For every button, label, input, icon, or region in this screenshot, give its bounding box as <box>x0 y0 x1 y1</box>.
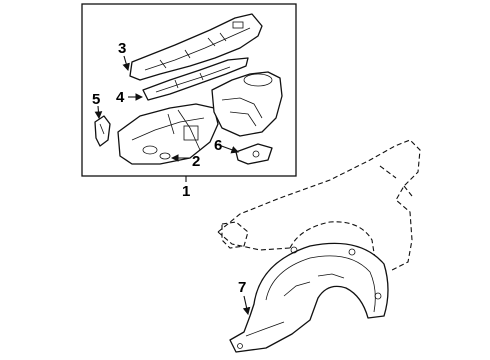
callout-7: 7 <box>238 279 246 296</box>
fender-liner-part[interactable] <box>229 242 389 353</box>
callout-5: 5 <box>92 91 100 108</box>
fender-outline <box>217 139 421 271</box>
bracket-part[interactable] <box>94 115 111 147</box>
small-plate-part[interactable] <box>235 143 273 165</box>
callout-4: 4 <box>116 89 125 106</box>
lower-rail-part[interactable] <box>142 57 249 101</box>
upper-rail-part[interactable] <box>129 13 263 81</box>
callout-3: 3 <box>118 40 126 57</box>
apron-panel-part[interactable] <box>117 103 219 165</box>
callout-1: 1 <box>182 183 190 200</box>
assembly-box <box>81 3 297 177</box>
callout-2: 2 <box>192 153 200 170</box>
shock-tower-part[interactable] <box>211 71 283 137</box>
callout-6: 6 <box>214 137 222 154</box>
